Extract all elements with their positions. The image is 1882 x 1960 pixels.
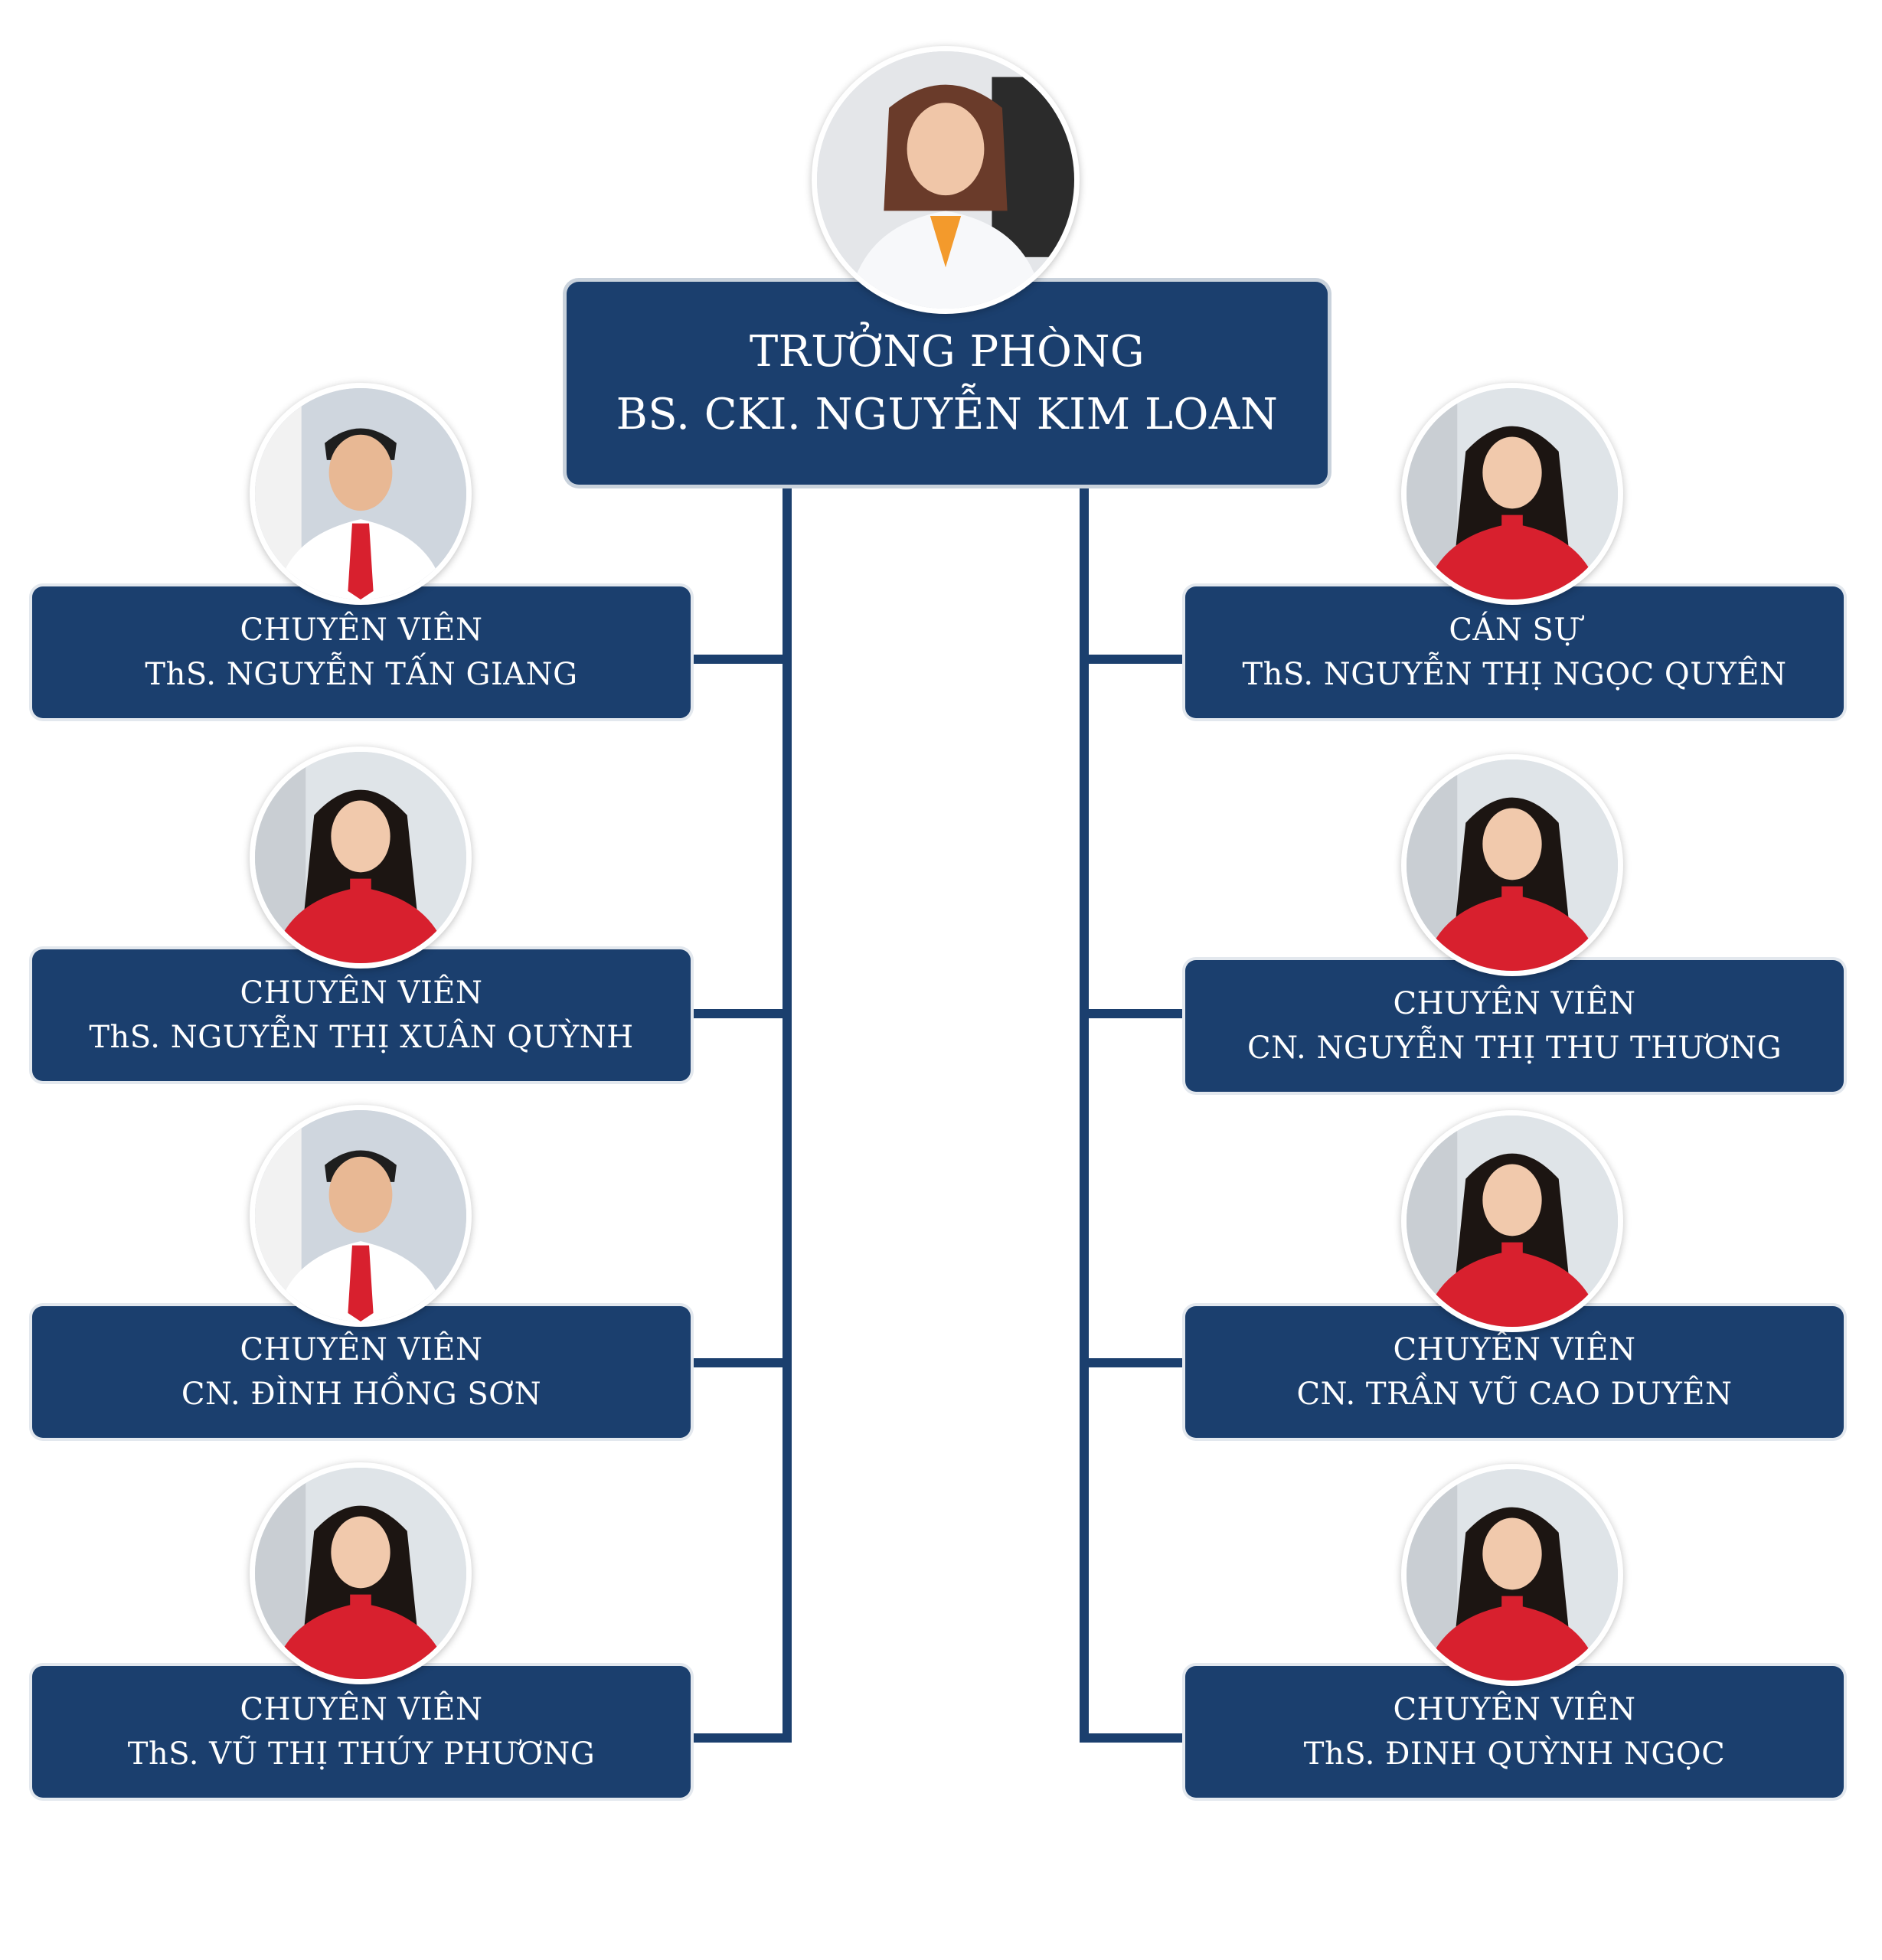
left-3-card: CHUYÊN VIÊN CN. ĐÌNH HỒNG SƠN <box>32 1306 691 1438</box>
branch-line-left-2 <box>692 1009 792 1018</box>
right-3-card: CHUYÊN VIÊN CN. TRẦN VŨ CAO DUYÊN <box>1185 1306 1844 1438</box>
right-3-role: CHUYÊN VIÊN <box>1393 1332 1636 1367</box>
right-4-photo <box>1401 1464 1623 1686</box>
left-2-role: CHUYÊN VIÊN <box>240 975 483 1011</box>
right-2-card: CHUYÊN VIÊN CN. NGUYỄN THỊ THU THƯƠNG <box>1185 960 1844 1092</box>
head-name: BS. CKI. NGUYỄN KIM LOAN <box>616 389 1279 439</box>
right-2-name: CN. NGUYỄN THỊ THU THƯƠNG <box>1246 1031 1782 1066</box>
left-3-name: CN. ĐÌNH HỒNG SƠN <box>181 1377 542 1412</box>
branch-line-left-3 <box>692 1358 792 1367</box>
head-role: TRƯỞNG PHÒNG <box>749 326 1145 377</box>
trunk-line-right <box>1080 488 1089 1743</box>
left-4-role: CHUYÊN VIÊN <box>240 1692 483 1727</box>
left-2-card: CHUYÊN VIÊN ThS. NGUYỄN THỊ XUÂN QUỲNH <box>32 949 691 1081</box>
left-2-name: ThS. NGUYỄN THỊ XUÂN QUỲNH <box>89 1020 634 1055</box>
right-1-name: ThS. NGUYỄN THỊ NGỌC QUYÊN <box>1242 657 1787 692</box>
head-photo <box>812 46 1080 314</box>
branch-line-right-2 <box>1080 1009 1184 1018</box>
right-1-role: CÁN SỰ <box>1449 612 1580 648</box>
right-2-role: CHUYÊN VIÊN <box>1393 986 1636 1021</box>
portrait-woman-white-coat-icon <box>817 51 1074 309</box>
left-2-photo <box>250 746 472 969</box>
right-1-card: CÁN SỰ ThS. NGUYỄN THỊ NGỌC QUYÊN <box>1185 586 1844 718</box>
left-4-name: ThS. VŨ THỊ THÚY PHƯƠNG <box>127 1736 596 1772</box>
left-1-role: CHUYÊN VIÊN <box>240 612 483 648</box>
branch-line-right-4 <box>1080 1733 1184 1743</box>
head-card: TRƯỞNG PHÒNG BS. CKI. NGUYỄN KIM LOAN <box>567 282 1328 485</box>
branch-line-right-3 <box>1080 1358 1184 1367</box>
portrait-woman-red-ao-dai-icon <box>255 1468 466 1679</box>
right-3-name: CN. TRẦN VŨ CAO DUYÊN <box>1296 1377 1733 1412</box>
left-1-photo <box>250 383 472 605</box>
portrait-woman-red-ao-dai-icon <box>255 752 466 963</box>
portrait-woman-red-ao-dai-icon <box>1407 760 1618 971</box>
portrait-woman-red-ao-dai-icon <box>1407 1116 1618 1327</box>
branch-line-left-4 <box>692 1733 792 1743</box>
right-2-photo <box>1401 754 1623 976</box>
trunk-line-left <box>783 488 792 1743</box>
right-4-role: CHUYÊN VIÊN <box>1393 1692 1636 1727</box>
right-3-photo <box>1401 1110 1623 1332</box>
portrait-man-white-shirt-red-tie-icon <box>255 1110 466 1321</box>
left-3-photo <box>250 1105 472 1327</box>
right-4-card: CHUYÊN VIÊN ThS. ĐINH QUỲNH NGỌC <box>1185 1666 1844 1798</box>
left-1-card: CHUYÊN VIÊN ThS. NGUYỄN TẤN GIANG <box>32 586 691 718</box>
portrait-woman-red-ao-dai-icon <box>1407 388 1618 599</box>
branch-line-right-1 <box>1080 655 1184 664</box>
left-4-card: CHUYÊN VIÊN ThS. VŨ THỊ THÚY PHƯƠNG <box>32 1666 691 1798</box>
portrait-woman-red-ao-dai-icon <box>1407 1469 1618 1681</box>
branch-line-left-1 <box>692 655 792 664</box>
right-4-name: ThS. ĐINH QUỲNH NGỌC <box>1303 1736 1726 1772</box>
portrait-man-white-shirt-red-tie-icon <box>255 388 466 599</box>
right-1-photo <box>1401 383 1623 605</box>
left-4-photo <box>250 1462 472 1684</box>
left-3-role: CHUYÊN VIÊN <box>240 1332 483 1367</box>
left-1-name: ThS. NGUYỄN TẤN GIANG <box>145 657 578 692</box>
